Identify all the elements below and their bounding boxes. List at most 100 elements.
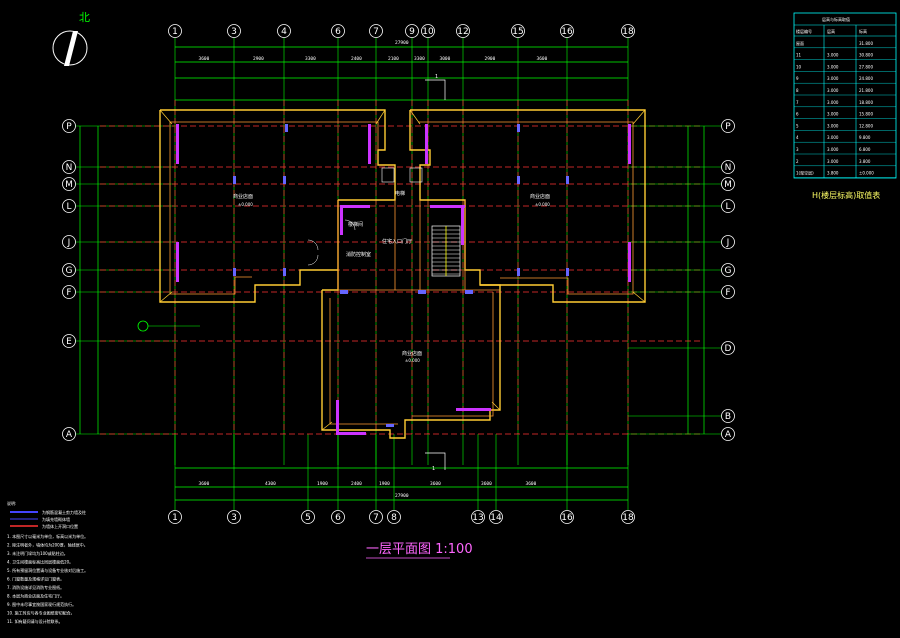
left-dimension-lines <box>79 126 99 434</box>
grid-axis-bottom-5-label: 5 <box>305 513 311 523</box>
grid-axis-top-10-label: 10 <box>422 27 434 37</box>
grid-axis-left-P-label: P <box>66 122 72 132</box>
table-cell: 屋面 <box>796 40 804 46</box>
north-arrow-circle <box>52 30 88 66</box>
grid-axis-left-N-label: N <box>66 163 73 173</box>
grid-axis-right-G: G <box>721 263 735 277</box>
elevation-right: ±0.000 <box>535 202 550 207</box>
inner-wall-lines <box>169 121 634 425</box>
grid-axis-top-6-label: 6 <box>335 27 341 37</box>
table-cell: 6.800 <box>859 147 871 152</box>
grid-axis-left-N: N <box>62 160 76 174</box>
table-row: 3 3.000 6.800 <box>794 147 896 155</box>
grid-axis-bottom-7-label: 7 <box>373 513 379 523</box>
room-fire-control: 消防控制室 <box>346 251 371 258</box>
table-cell: 3.000 <box>827 123 839 128</box>
grid-axis-bottom-14-label: 14 <box>490 513 502 523</box>
table-cell: 3.800 <box>859 159 871 164</box>
corner-chamfer-lines <box>159 109 646 431</box>
grid-axis-top-18-label: 18 <box>622 27 634 37</box>
grid-axis-top-6: 6 <box>331 24 345 38</box>
top-dimension-7: 2900 <box>485 56 496 62</box>
grid-axis-bottom-16-label: 16 <box>561 513 573 523</box>
grid-axis-bottom-18-label: 18 <box>622 513 634 523</box>
grid-axis-left-M-label: M <box>65 180 73 190</box>
table-cell: 12.800 <box>859 123 873 128</box>
grid-axis-bottom-3-label: 3 <box>231 513 237 523</box>
note-line: 4. 卫生间楼面标高比同层楼面低20。 <box>7 559 73 565</box>
table-cell: 31.800 <box>859 41 873 46</box>
grid-axis-right-P-label: P <box>725 122 731 132</box>
top-dimension-8: 3600 <box>537 56 548 62</box>
grid-axis-right-P: P <box>721 119 735 133</box>
north-label: 北 <box>79 11 90 24</box>
table-caption: H(楼层标高)取值表 <box>812 190 880 200</box>
index-marker <box>137 320 200 332</box>
legend-text-2: 为填充墙砌体墙 <box>42 516 70 522</box>
grid-axis-top-16-label: 16 <box>561 27 573 37</box>
note-line: 5. 所有预留洞位置请与设备专业核对后施工。 <box>7 567 88 573</box>
grid-axis-right-M-label: M <box>724 180 732 190</box>
table-cell: 3.000 <box>827 147 839 152</box>
room-left-hall: 商业店面 <box>233 193 253 200</box>
grid-axis-bottom-8: 8 <box>387 510 401 524</box>
note-line: 9. 图中未尽事宜按国家现行规范执行。 <box>7 601 76 607</box>
bottom-dimension-1: 4300 <box>265 481 276 487</box>
grid-axis-right-B-label: B <box>725 412 731 422</box>
grid-axis-top-16: 16 <box>560 24 574 38</box>
north-arrow-icon <box>64 31 78 66</box>
grid-axis-bottom-6-label: 6 <box>335 513 341 523</box>
note-line: 11. 如有疑问请与设计院联系。 <box>7 618 63 624</box>
bottom-dimension-6: 3600 <box>481 481 492 487</box>
grid-axis-bottom-7: 7 <box>369 510 383 524</box>
grid-axis-left-J: J <box>62 235 76 249</box>
table-cell: 3.000 <box>827 88 839 93</box>
shear-walls <box>176 124 631 435</box>
note-line: 10. 施工时应与各专业图纸密切配合。 <box>7 610 75 616</box>
grid-axis-right-D: D <box>721 341 735 355</box>
table-cell: 24.800 <box>859 76 873 81</box>
section-line-bottom <box>425 452 446 470</box>
table-cell: 3.000 <box>827 76 839 81</box>
notes-heading: 说明: <box>7 500 16 506</box>
top-dimension-1: 2900 <box>253 56 264 62</box>
table-cell: 3 <box>796 147 799 152</box>
note-line: 7. 消防设施详见消防专业图纸。 <box>7 584 64 590</box>
table-header: 层高与标高取值 <box>822 16 850 22</box>
overall-dimension-bottom: 27900 <box>395 493 409 499</box>
room-right-hall: 商业店面 <box>530 193 550 200</box>
grid-axis-bottom-5: 5 <box>301 510 315 524</box>
grid-axis-bottom-6: 6 <box>331 510 345 524</box>
grid-axis-top-1: 1 <box>168 24 182 38</box>
table-cell: 7 <box>796 100 799 105</box>
grid-axis-top-4-label: 4 <box>281 27 287 37</box>
table-cell: 27.800 <box>859 64 873 69</box>
stair <box>381 167 461 277</box>
grid-axis-top-9: 9 <box>405 24 419 38</box>
table-cell: 30.800 <box>859 53 873 58</box>
room-center-hall: 商业店面 <box>402 350 422 357</box>
grid-axis-right-F-label: F <box>725 288 730 298</box>
grid-axis-right-L-label: L <box>725 202 730 212</box>
table-cell: 2 <box>796 159 799 164</box>
grid-axis-bottom-1: 1 <box>168 510 182 524</box>
table-cell: 4 <box>796 135 799 140</box>
bottom-dimension-0: 3600 <box>199 481 210 487</box>
table-row: 屋面 31.800 <box>794 40 896 48</box>
right-dimension-lines <box>687 126 705 434</box>
room-lobby: 住宅入口门厅 <box>382 238 412 245</box>
section-line-top <box>425 79 446 100</box>
building-outline <box>159 109 646 439</box>
bottom-dimension-3: 2400 <box>351 481 362 487</box>
grid-axis-top-18: 18 <box>621 24 635 38</box>
note-line: 8. 本层为商业店面及住宅门厅。 <box>7 593 64 599</box>
